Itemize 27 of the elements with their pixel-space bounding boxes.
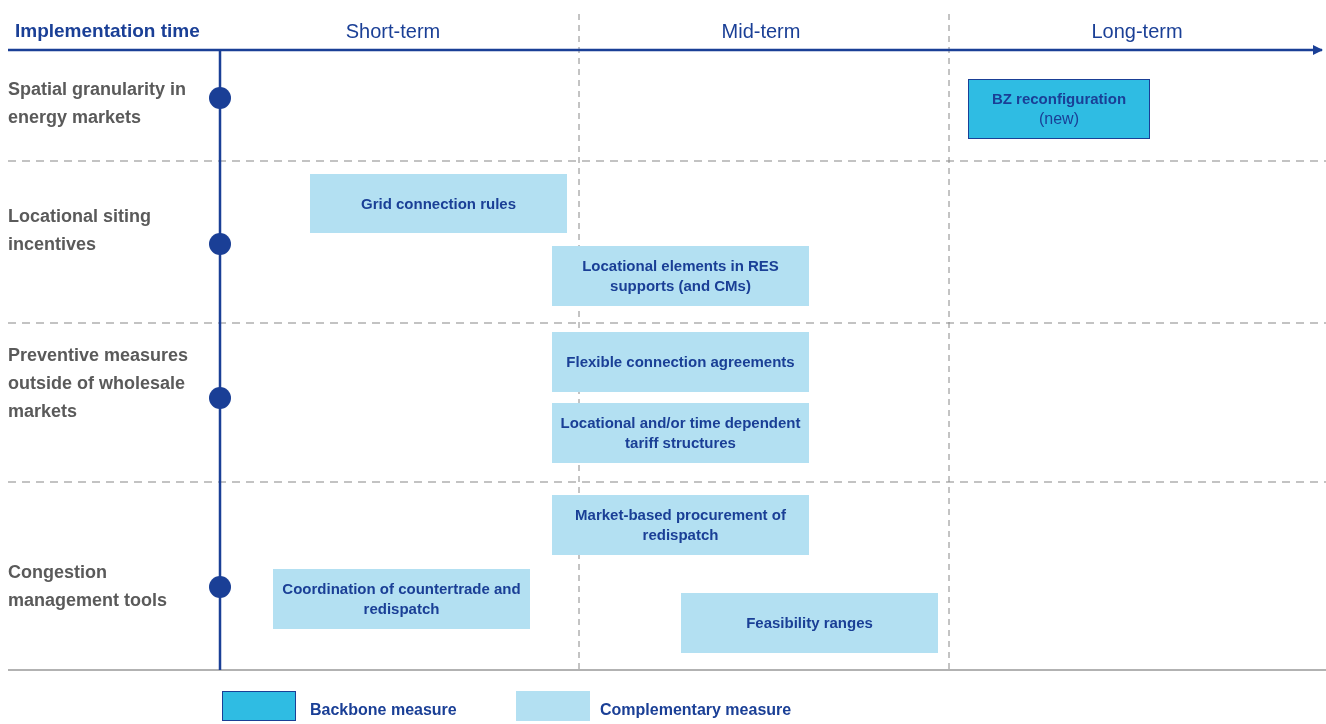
measure-box — [552, 403, 809, 463]
row-heading: Preventive measures outside of wholesale markets — [8, 344, 190, 423]
measure-box — [310, 174, 567, 233]
measure-box — [681, 593, 938, 653]
row-heading: Congestion management tools — [8, 561, 169, 612]
measure-label: Locational elements in RES supports (and CMs) — [581, 256, 780, 296]
measure-label: Flexible connection agreements — [566, 352, 795, 372]
measure-box — [968, 79, 1150, 139]
row-heading: Spatial granularity in energy markets — [8, 78, 188, 129]
measure-label: BZ reconfiguration — [991, 89, 1127, 109]
column-heading: Mid-term — [720, 20, 802, 43]
axis-title: Implementation time — [15, 20, 201, 42]
measure-label: Market-based procurement of redispatch — [574, 505, 787, 545]
column-heading: Short-term — [344, 20, 442, 43]
measure-box — [552, 332, 809, 392]
measure-note: (new) — [1039, 109, 1079, 129]
measure-label: Feasibility ranges — [746, 613, 873, 633]
measure-label: Grid connection rules — [361, 193, 516, 214]
column-heading: Long-term — [1090, 20, 1184, 43]
measure-label: Coordination of countertrade and redispatch — [281, 579, 522, 619]
measure-box — [552, 246, 809, 306]
legend-label: Complementary measure — [600, 701, 792, 719]
measure-box — [273, 569, 530, 629]
measure-box — [552, 495, 809, 555]
row-heading: Locational siting incentives — [8, 205, 152, 256]
legend-label: Backbone measure — [310, 701, 457, 719]
measure-label: Locational and/or time dependent tariff structures — [559, 413, 802, 453]
